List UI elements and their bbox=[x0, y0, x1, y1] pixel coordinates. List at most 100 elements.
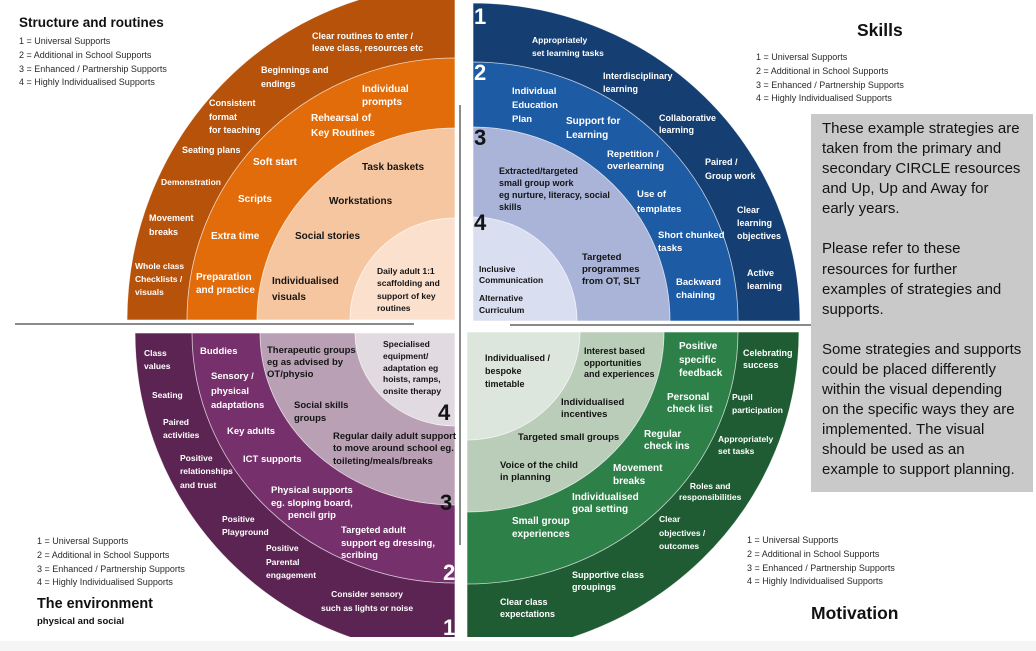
environment-label: Therapeutic groups eg as advised by OT/p… bbox=[267, 345, 356, 380]
structure-label: Soft start bbox=[253, 157, 297, 168]
motivation-legend: 1 = Universal Supports 2 = Additional in… bbox=[747, 534, 895, 589]
structure-label: Extra time bbox=[211, 231, 260, 242]
structure-label: Movement breaks bbox=[149, 213, 194, 237]
skills-label: Extracted/targeted small group work eg n… bbox=[499, 166, 610, 212]
motivation-quadrant bbox=[467, 332, 800, 637]
environment-label: Specialised equipment/ adaptation eg hoi… bbox=[383, 339, 442, 397]
environment-label: Consider sensory such as lights or noise bbox=[321, 589, 414, 613]
bottom-strip bbox=[0, 641, 1036, 651]
structure-label: Seating plans bbox=[182, 145, 241, 155]
motivation-label: Roles and responsibilities bbox=[679, 481, 742, 502]
environment-ring-number-4: 4 bbox=[438, 400, 451, 425]
environment-ring-4 bbox=[354, 333, 455, 427]
motivation-label: Clear objectives / outcomes bbox=[659, 514, 706, 551]
legend-item: 1 = Universal Supports bbox=[756, 52, 848, 62]
environment-ring-number-2: 2 bbox=[443, 560, 456, 585]
environment-quadrant bbox=[134, 333, 455, 637]
structure-label: Rehearsal of Key Routines bbox=[311, 113, 375, 139]
environment-legend: 1 = Universal Supports 2 = Additional in… bbox=[37, 535, 185, 590]
skills-label: Appropriately set learning tasks bbox=[532, 35, 604, 58]
legend-item: 3 = Enhanced / Partnership Supports bbox=[747, 562, 895, 573]
structure-ring-4 bbox=[349, 217, 455, 320]
legend-item: 3 = Enhanced / Partnership Supports bbox=[756, 79, 904, 90]
structure-quadrant bbox=[126, 0, 455, 320]
legend-item: 4 = Highly Individualised Supports bbox=[756, 93, 892, 104]
legend-item: 3 = Enhanced / Partnership Supports bbox=[37, 563, 185, 574]
skills-ring-number-1: 1 bbox=[474, 4, 487, 29]
motivation-label: Targeted small groups bbox=[518, 432, 620, 443]
environment-label: Key adults bbox=[227, 426, 276, 437]
motivation-label: Individualised incentives bbox=[561, 397, 625, 420]
skills-label: Short chunked tasks bbox=[658, 230, 725, 254]
skills-label: Use of templates bbox=[637, 189, 682, 215]
legend-item: 4 = Highly Individualised Supports bbox=[19, 77, 155, 88]
motivation-label: Movement breaks bbox=[613, 463, 663, 487]
structure-label: Daily adult 1:1 scaffolding and support … bbox=[377, 266, 440, 313]
structure-label: Demonstration bbox=[161, 177, 221, 187]
motivation-label: Celebrating success bbox=[743, 348, 793, 370]
motivation-label: Small group experiences bbox=[512, 516, 570, 540]
motivation-label: Individualised goal setting bbox=[572, 492, 639, 515]
environment-label: Buddies bbox=[200, 346, 238, 357]
motivation-label: Positive specific feedback bbox=[679, 341, 723, 379]
motivation-title: Motivation bbox=[811, 603, 899, 623]
skills-legend: 1 = Universal Supports 2 = Additional in… bbox=[756, 51, 904, 106]
environment-label: Sensory / physical adaptations bbox=[211, 371, 265, 411]
motivation-label: Voice of the child in planning bbox=[500, 460, 578, 483]
environment-label: Paired activities bbox=[163, 417, 200, 440]
environment-title: The environment bbox=[37, 596, 153, 612]
structure-label: Task baskets bbox=[362, 162, 425, 173]
structure-label: Preparation and practice bbox=[196, 272, 255, 296]
legend-item: 1 = Universal Supports bbox=[19, 36, 111, 46]
structure-label: Individualised visuals bbox=[272, 276, 339, 303]
skills-label: Interdisciplinary learning bbox=[603, 71, 673, 94]
motivation-label: Clear class expectations bbox=[500, 597, 556, 619]
environment-label: Physical supports eg. sloping board, pen… bbox=[271, 485, 353, 522]
skills-quadrant bbox=[473, 2, 801, 321]
environment-label: Social skills groups bbox=[294, 400, 349, 424]
skills-label: Alternative Curriculum bbox=[479, 293, 525, 315]
structure-label: Clear routines to enter / leave class, r… bbox=[312, 31, 424, 53]
legend-item: 3 = Enhanced / Partnership Supports bbox=[19, 63, 167, 74]
environment-label: Targeted adult support eg dressing, scri… bbox=[341, 525, 435, 561]
skills-label: Paired / Group work bbox=[705, 157, 756, 181]
environment-subtitle: physical and social bbox=[37, 616, 125, 627]
structure-label: Whole class Checklists / visuals bbox=[135, 261, 185, 297]
environment-label: Positive Parental engagement bbox=[266, 543, 317, 580]
legend-item: 2 = Additional in School Supports bbox=[37, 549, 170, 560]
structure-label: Scripts bbox=[238, 194, 272, 205]
structure-label: Consistent format for teaching bbox=[209, 98, 261, 135]
motivation-label: Interest based opportunities and experie… bbox=[584, 346, 655, 379]
legend-item: 1 = Universal Supports bbox=[747, 535, 839, 545]
motivation-label: Pupil participation bbox=[732, 392, 784, 415]
motivation-label: Appropriately set tasks bbox=[718, 434, 774, 456]
info-paragraph: Some strategies and supports could be pl… bbox=[822, 340, 1022, 479]
structure-legend: 1 = Universal Supports 2 = Additional in… bbox=[19, 35, 167, 90]
skills-ring-number-4: 4 bbox=[474, 210, 487, 235]
info-paragraph: Please refer to these resources for furt… bbox=[822, 240, 1002, 318]
environment-ring-number-3: 3 bbox=[440, 490, 453, 515]
skills-ring-number-3: 3 bbox=[474, 125, 487, 150]
environment-label: Positive Playground bbox=[222, 514, 269, 537]
skills-label: Clear learning objectives bbox=[737, 205, 782, 241]
skills-label: Targeted programmes from OT, SLT bbox=[582, 252, 641, 287]
legend-item: 2 = Additional in School Supports bbox=[19, 49, 152, 60]
skills-ring-4 bbox=[473, 216, 578, 321]
skills-label: Inclusive Communication bbox=[479, 264, 544, 285]
skills-ring-number-2: 2 bbox=[474, 60, 487, 85]
motivation-label: Supportive class groupings bbox=[572, 570, 645, 592]
skills-label: Active learning bbox=[747, 268, 783, 291]
skills-label: Support for Learning bbox=[566, 116, 621, 141]
environment-label: ICT supports bbox=[243, 454, 302, 465]
skills-title: Skills bbox=[857, 20, 903, 40]
horizontal-divider-right bbox=[510, 324, 811, 326]
skills-label: Individual Education Plan bbox=[512, 86, 558, 125]
vertical-divider bbox=[459, 105, 461, 545]
skills-label: Backward chaining bbox=[676, 277, 721, 301]
environment-label: Regular daily adult support to move arou… bbox=[333, 431, 456, 467]
legend-item: 1 = Universal Supports bbox=[37, 536, 129, 546]
legend-item: 4 = Highly Individualised Supports bbox=[37, 577, 173, 588]
horizontal-divider-left bbox=[15, 323, 414, 325]
environment-label: Positive relationships and trust bbox=[180, 453, 233, 490]
